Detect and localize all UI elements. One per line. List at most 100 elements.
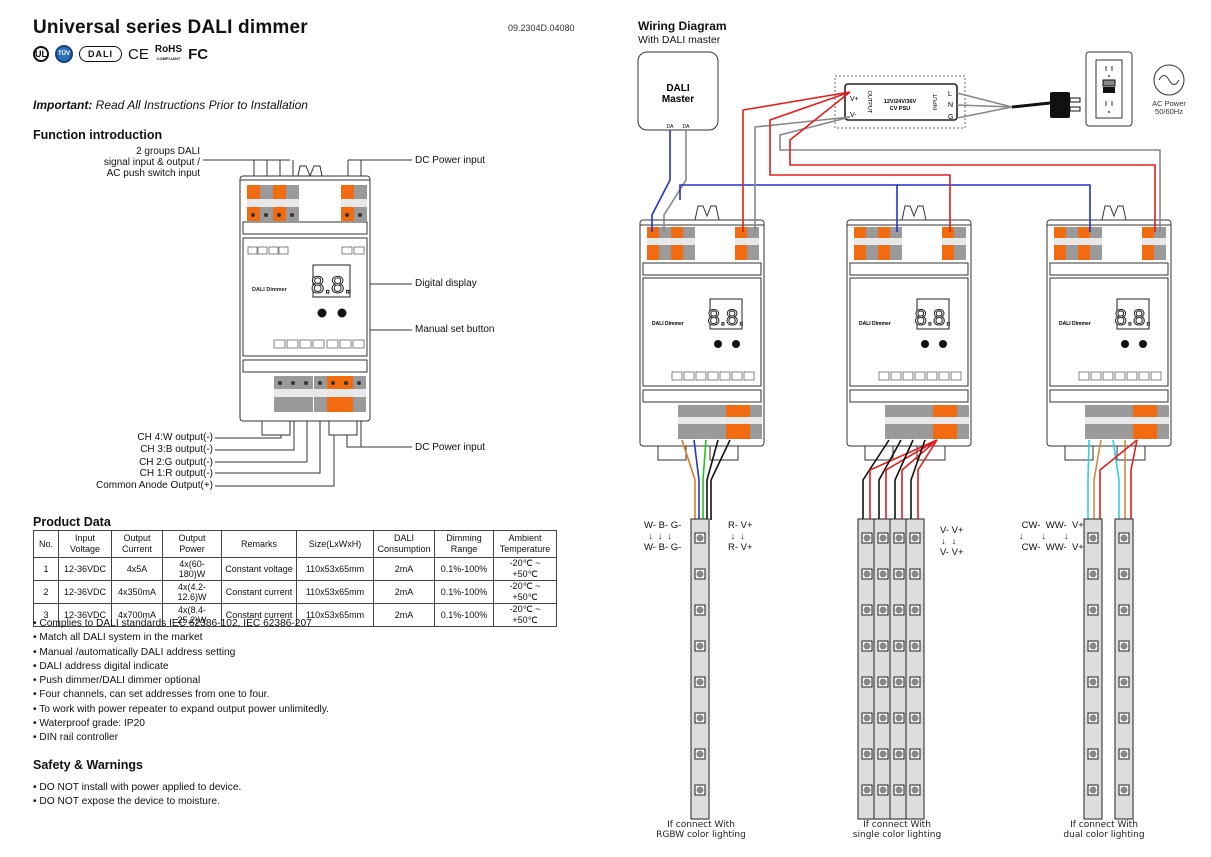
led-strip xyxy=(889,518,909,820)
led-strip xyxy=(873,518,893,820)
safety-item: DO NOT install with power applied to dev… xyxy=(33,781,241,795)
caption-line2: single color lighting xyxy=(852,830,942,840)
cell: -20℃ ~ +50℃ xyxy=(493,603,557,627)
psu-pin-vplus: V+ xyxy=(850,96,859,103)
feature-item: DALI address digital indicate xyxy=(33,660,329,674)
cell: 110x53x65mm xyxy=(296,557,374,581)
label-b: B- xyxy=(658,520,669,531)
display-digits: 8.8. xyxy=(311,272,351,299)
tuv-mark-icon: TÜV xyxy=(55,45,73,63)
display-digits: 8.8. xyxy=(915,305,952,330)
ac-power-line2: 50/60Hz xyxy=(1155,107,1183,116)
output-wire xyxy=(862,439,890,520)
col-header: Output Power xyxy=(162,530,222,558)
single-color-strip xyxy=(857,518,877,820)
feature-item: Push dimmer/DALI dimmer optional xyxy=(33,674,329,688)
power-wire-positive xyxy=(742,91,851,232)
label-w: W- xyxy=(644,542,656,553)
callout-ch2: CH 2:G output(-) xyxy=(139,457,213,468)
manual-button xyxy=(732,340,740,348)
dali-wire xyxy=(651,130,671,232)
dali-master-pin: DA xyxy=(683,124,691,130)
digital-display xyxy=(312,264,351,298)
feature-item: DIN rail controller xyxy=(33,731,329,745)
led-output-terminal-labels xyxy=(273,339,365,349)
output-wire xyxy=(693,439,700,520)
din-clip xyxy=(694,205,720,221)
col-header: Size(LxWxH) xyxy=(296,530,374,558)
digital-display xyxy=(709,298,743,330)
caption-line1: If connect With xyxy=(863,820,931,830)
cell: -20℃ ~ +50℃ xyxy=(493,557,557,581)
down-arrow-icons: ↓↓↓ xyxy=(1019,531,1087,541)
cell: 2mA xyxy=(373,557,435,581)
single-labels: V- V+ ↓↓ V- V+ xyxy=(940,525,964,558)
table-header-row: No. Input Voltage Output Current Output … xyxy=(33,530,557,558)
safety-heading: Safety & Warnings xyxy=(33,758,143,772)
output-wire xyxy=(681,439,696,520)
dual-labels: CW- WW- V+ ↓↓↓ CW- WW- V+ xyxy=(1019,520,1087,553)
label-vplus: V+ xyxy=(1071,542,1084,553)
manual-button-1 xyxy=(317,308,327,318)
document-number: 09.2304D.04080 xyxy=(508,23,575,33)
label-r: R- xyxy=(728,542,739,553)
output-wire xyxy=(706,439,719,520)
rohs-subtext: COMPLIANT xyxy=(156,56,181,61)
ac-power-source: AC Power 50/60Hz xyxy=(1152,64,1186,116)
feature-item: Waterproof grade: IP20 xyxy=(33,717,329,731)
display-digits: 8.8. xyxy=(1115,305,1152,330)
output-wire xyxy=(885,439,938,520)
ce-mark-icon: CE xyxy=(128,45,149,63)
output-wire xyxy=(917,439,938,520)
controller-label: DALI Dimmer xyxy=(1059,321,1091,327)
callout-dali-line3: AC push switch input xyxy=(106,168,200,179)
label-b: B- xyxy=(658,542,669,553)
controller-panel xyxy=(1049,277,1169,387)
rgbw-right-labels: R- V+ ↓↓ R- V+ xyxy=(728,520,753,553)
important-text: Read All Instructions Prior to Installat… xyxy=(92,98,308,112)
callout-dc-power-bottom: DC Power input xyxy=(415,442,486,453)
callout-common-anode: Common Anode Output(+) xyxy=(95,480,213,491)
wiring-diagram-subtitle: With DALI master xyxy=(638,34,721,46)
manual-button-2 xyxy=(337,308,347,318)
feature-item: Complies to DALI standards IEC 62386-102… xyxy=(33,617,329,631)
callout-ch3: CH 3:B output(-) xyxy=(140,444,213,455)
feature-item: To work with power repeater to expand ou… xyxy=(33,703,329,717)
cell: 4x5A xyxy=(111,557,163,581)
down-arrow-icons: ↓↓↓ xyxy=(648,531,677,541)
caption-rgbw: If connect With RGBW color lighting xyxy=(646,820,756,840)
callout-ch1: CH 1:R output(-) xyxy=(139,468,213,479)
callout-ch4: CH 4:W output(-) xyxy=(137,432,213,443)
manual-button xyxy=(921,340,929,348)
page-title: Universal series DALI dimmer xyxy=(33,17,308,38)
controller-label: DALI Dimmer xyxy=(859,321,891,327)
psu-pin-g: G xyxy=(948,114,953,121)
cell: 110x53x65mm xyxy=(296,580,374,604)
single-color-strip xyxy=(873,518,893,820)
safety-list: DO NOT install with power applied to dev… xyxy=(33,781,241,810)
output-wire xyxy=(1112,439,1120,520)
output-wire xyxy=(1130,439,1138,520)
caption-single: If connect With single color lighting xyxy=(842,820,952,840)
fcc-mark-icon: FC xyxy=(188,45,209,63)
output-wire xyxy=(869,439,938,520)
dali-wire xyxy=(663,130,687,232)
output-wire xyxy=(1099,439,1138,520)
label-vplus: V+ xyxy=(740,542,753,553)
manual-button xyxy=(714,340,722,348)
dali-master-box: DALI Master DA DA xyxy=(637,51,719,131)
rgbw-strip xyxy=(690,518,710,820)
down-arrow-icons: ↓↓ xyxy=(730,531,750,541)
function-intro-heading: Function introduction xyxy=(33,128,163,142)
cell: 4x350mA xyxy=(111,580,163,604)
output-wire xyxy=(910,439,926,520)
din-clip xyxy=(1101,205,1127,221)
device-label: DALI Dimmer xyxy=(252,287,288,293)
label-vplus: V+ xyxy=(951,525,964,536)
power-wire-positive xyxy=(789,91,1156,232)
label-w: W- xyxy=(644,520,656,531)
caption-dual: If connect With dual color lighting xyxy=(1049,820,1159,840)
led-strip xyxy=(857,518,877,820)
col-header: Output Current xyxy=(111,530,163,558)
function-intro-device-drawing: DALI Dimmer 8.8. xyxy=(203,159,412,487)
